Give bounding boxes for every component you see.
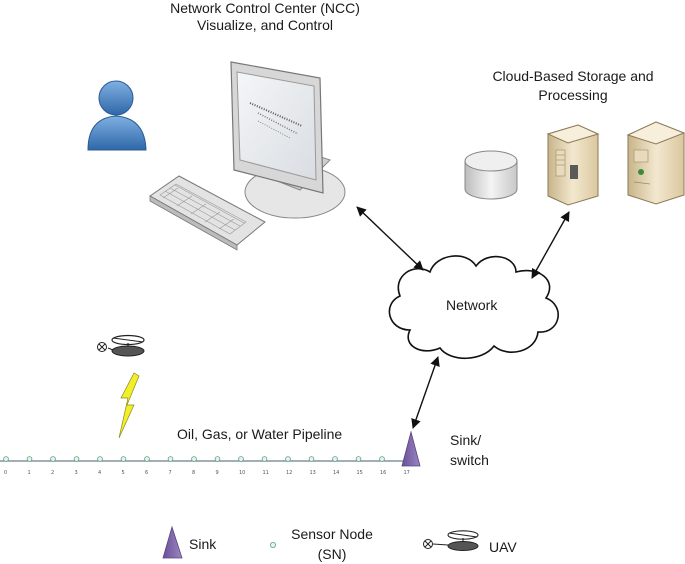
sensor-node	[97, 456, 103, 462]
ncc-title: Network Control Center (NCC) Visualize, …	[120, 0, 410, 34]
sensor-node	[26, 456, 33, 462]
sensor-tick-label: 15	[356, 470, 363, 476]
ncc-title-line2: Visualize, and Control	[197, 16, 333, 33]
sensor-node	[191, 456, 197, 462]
cloud-storage-title: Cloud-Based Storage and Processing	[468, 67, 678, 105]
legend-sensor-label: Sensor Node (SN)	[276, 525, 388, 564]
sensor-tick-label: 11	[262, 470, 269, 476]
pipeline-label: Oil, Gas, or Water Pipeline	[177, 426, 343, 442]
sensor-tick-label: 1	[27, 470, 31, 476]
sensor-node	[238, 456, 244, 462]
sensor-node	[50, 456, 56, 462]
arrow-monitor-network	[356, 206, 424, 271]
monitor-icon	[230, 61, 346, 219]
sensor-tick-label: 8	[192, 470, 196, 476]
sensor-tick-label: 7	[168, 470, 172, 476]
server-icon	[626, 121, 685, 205]
sensor-node	[73, 456, 80, 462]
sink-label: Sink/ switch	[450, 431, 489, 470]
sensor-tick-label: 12	[286, 470, 293, 476]
sensor-node	[285, 456, 291, 462]
sensor-tick-label: 16	[380, 470, 387, 476]
legend-sensor-icon	[269, 542, 276, 549]
legend-uav-label: UAV	[489, 539, 517, 555]
sensor-node-row	[3, 456, 385, 462]
uav-icon	[97, 334, 145, 357]
sensor-node	[308, 456, 315, 462]
sensor-node	[167, 456, 174, 462]
sensor-tick-label: 13	[309, 470, 316, 476]
sensor-tick-label: 5	[121, 470, 125, 476]
network-label: Network	[446, 297, 498, 313]
sensor-tick-label: 17	[403, 470, 410, 476]
legend-sensor-label-line1: Sensor Node	[291, 526, 373, 542]
sensor-node	[120, 456, 127, 462]
ncc-title-line1: Network Control Center (NCC)	[170, 0, 360, 16]
server-icon	[546, 124, 600, 206]
lightning-icon	[118, 372, 140, 439]
sensor-tick-label: 9	[215, 470, 219, 476]
sensor-tick-label: 10	[239, 470, 246, 476]
sensor-node	[355, 456, 362, 462]
sensor-tick-label: 14	[333, 470, 340, 476]
sensor-node	[214, 456, 221, 462]
sensor-tick-label: 6	[145, 470, 149, 476]
sensor-node	[332, 456, 338, 462]
legend-sink-label: Sink	[189, 536, 217, 552]
sensor-tick-label: 3	[74, 470, 78, 476]
sensor-tick-label: 4	[98, 470, 102, 476]
sink-label-line1: Sink/	[450, 432, 482, 448]
legend-sensor-label-line2: (SN)	[317, 545, 347, 562]
keyboard-icon	[149, 175, 266, 251]
sensor-node	[261, 456, 268, 462]
sensor-node	[144, 456, 150, 462]
sensor-tick-label: 0	[4, 470, 8, 476]
legend-sink-icon	[162, 525, 183, 559]
cloud-storage-title-line1: Cloud-Based Storage and	[492, 68, 654, 84]
connector-arrows	[356, 206, 570, 429]
sensor-node	[3, 456, 9, 462]
sensor-node	[379, 456, 385, 462]
arrow-server-network	[531, 211, 570, 279]
cloud-storage-title-line2: Processing	[538, 86, 608, 103]
sink-icon	[401, 430, 421, 467]
arrow-network-sink	[411, 356, 440, 429]
sensor-tick-label: 2	[51, 470, 55, 476]
legend-uav-icon	[423, 530, 479, 551]
database-icon	[464, 150, 518, 200]
user-icon	[87, 80, 147, 151]
sink-label-line2: switch	[450, 451, 489, 468]
